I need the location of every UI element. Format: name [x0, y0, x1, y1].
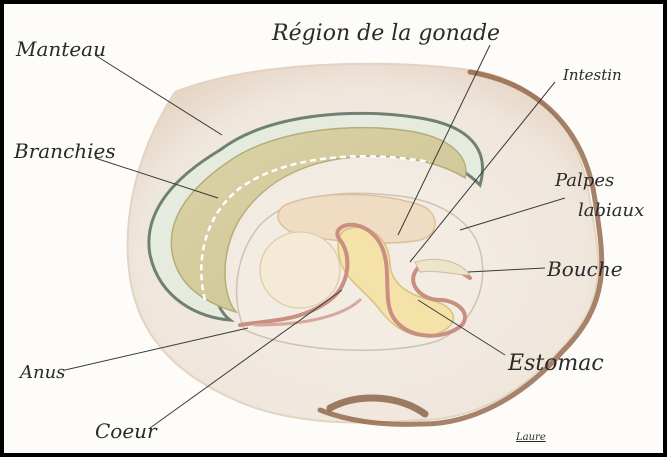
- label-labiaux: labiaux: [578, 200, 644, 221]
- label-coeur: Coeur: [95, 419, 158, 443]
- label-region-gonade: Région de la gonade: [271, 21, 500, 46]
- signature: Laure: [515, 432, 546, 443]
- label-estomac: Estomac: [507, 351, 604, 376]
- label-intestin: Intestin: [562, 66, 622, 84]
- label-bouche: Bouche: [546, 257, 623, 281]
- label-branchies: Branchies: [13, 139, 116, 163]
- heart-pericardium: [260, 232, 340, 308]
- label-manteau: Manteau: [15, 37, 106, 61]
- label-palpes: Palpes: [554, 170, 614, 191]
- label-anus: Anus: [18, 362, 65, 383]
